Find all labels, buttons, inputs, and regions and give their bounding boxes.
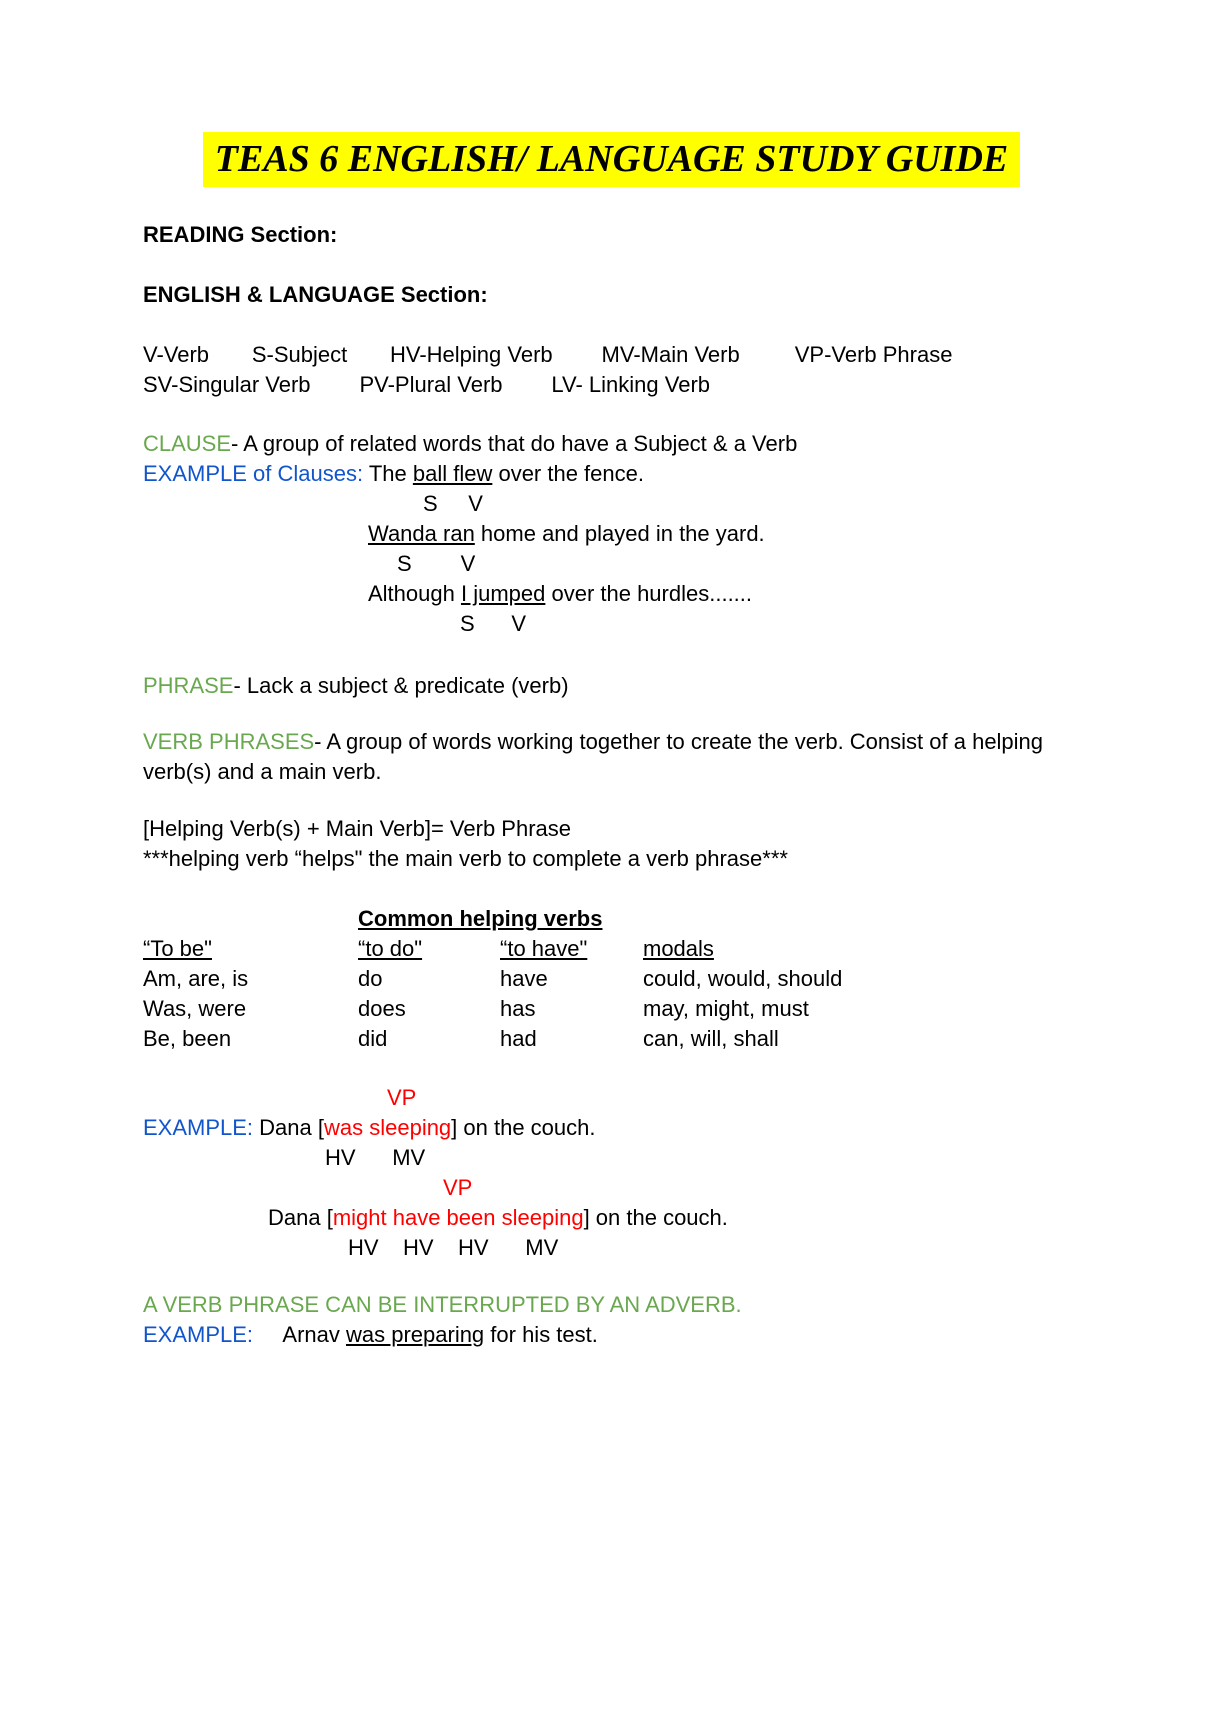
helping-verbs-cell: Am, are, is xyxy=(143,966,249,991)
text-segment: VP xyxy=(443,1175,473,1200)
abbreviation-line-1: V-Verb S-Subject HV-Helping Verb MV-Main… xyxy=(143,340,1080,370)
helping-verbs-caption: Common helping verbs xyxy=(358,906,603,931)
clause-section: CLAUSE- A group of related words that do… xyxy=(143,429,1080,639)
helping-verbs-cell: does xyxy=(358,996,406,1021)
clause-example-1: EXAMPLE of Clauses: The ball flew over t… xyxy=(143,459,1080,489)
reading-section-heading: READING Section: xyxy=(143,222,338,247)
verb-phrase-formula: [Helping Verb(s) + Main Verb]= Verb Phra… xyxy=(143,814,1080,844)
helping-verbs-cell: could, would, should xyxy=(643,966,843,991)
text-segment: S V xyxy=(460,611,527,636)
phrase-section: PHRASE- Lack a subject & predicate (verb… xyxy=(143,671,1080,701)
text-segment: SV-Singular Verb PV-Plural Verb LV- Link… xyxy=(143,372,711,397)
text-segment: S V xyxy=(423,491,483,516)
helping-verbs-cell: do xyxy=(358,966,383,991)
text-segment: ] on the couch. xyxy=(583,1205,728,1230)
text-segment: was sleeping xyxy=(323,1115,452,1140)
helping-verbs-column-header: “to do" xyxy=(358,936,423,961)
text-segment: S V xyxy=(397,551,476,576)
subject-verb-label-3: S V xyxy=(143,609,1080,639)
document-title: TEAS 6 ENGLISH/ LANGUAGE STUDY GUIDE xyxy=(202,132,1021,187)
text-segment: over the hurdles....... xyxy=(545,581,753,606)
verb-phrases-definition: VERB PHRASES- A group of words working t… xyxy=(143,727,1080,787)
hv-mv-label-1: HV MV xyxy=(143,1143,1080,1173)
hv-mv-label-2: HV HV HV MV xyxy=(143,1233,1080,1263)
vp-label-2: VP xyxy=(143,1173,1080,1203)
adverb-rule: A VERB PHRASE CAN BE INTERRUPTED BY AN A… xyxy=(143,1290,1080,1320)
verb-phrase-formula-section: [Helping Verb(s) + Main Verb]= Verb Phra… xyxy=(143,814,1080,874)
helping-verbs-cell: Was, were xyxy=(143,996,247,1021)
phrase-definition: PHRASE- Lack a subject & predicate (verb… xyxy=(143,671,1080,701)
text-segment: PHRASE xyxy=(143,673,234,698)
abbreviation-key: V-Verb S-Subject HV-Helping Verb MV-Main… xyxy=(143,340,1080,400)
vp-example-1: EXAMPLE: Dana [was sleeping] on the couc… xyxy=(143,1113,1080,1143)
text-segment: over the fence. xyxy=(492,461,644,486)
text-segment: EXAMPLE: xyxy=(143,1115,254,1140)
helping-verb-note: ***helping verb “helps" the main verb to… xyxy=(143,844,1080,874)
helping-verbs-cell: has xyxy=(500,996,536,1021)
subject-verb-label-1: S V xyxy=(143,489,1080,519)
clause-example-3: Although I jumped over the hurdles......… xyxy=(143,579,1080,609)
helping-verbs-column-header: “To be" xyxy=(143,936,212,961)
helping-verbs-cell: Be, been xyxy=(143,1026,232,1051)
text-segment: VERB PHRASES xyxy=(143,729,315,754)
clause-definition: CLAUSE- A group of related words that do… xyxy=(143,429,1080,459)
text-segment: - Lack a subject & predicate (verb) xyxy=(233,673,569,698)
text-segment: Although xyxy=(368,581,461,606)
text-segment: HV MV xyxy=(325,1145,426,1170)
text-segment: home and played in the yard. xyxy=(474,521,765,546)
text-segment: V-Verb S-Subject HV-Helping Verb MV-Main… xyxy=(143,342,953,367)
document-title-wrap: TEAS 6 ENGLISH/ LANGUAGE STUDY GUIDE xyxy=(143,132,1080,187)
text-segment: Dana [ xyxy=(253,1115,324,1140)
text-segment: A VERB PHRASE CAN BE INTERRUPTED BY AN A… xyxy=(143,1292,742,1317)
text-segment: EXAMPLE of Clauses: xyxy=(143,461,364,486)
text-segment: might have been sleeping xyxy=(332,1205,584,1230)
text-segment: ***helping verb “helps" the main verb to… xyxy=(143,846,788,871)
text-segment: - A group of words working together to c… xyxy=(143,729,1050,784)
text-segment: I jumped xyxy=(460,581,546,606)
helping-verbs-cell: had xyxy=(500,1026,537,1051)
clause-example-2: Wanda ran home and played in the yard. xyxy=(143,519,1080,549)
english-language-section-heading: ENGLISH & LANGUAGE Section: xyxy=(143,282,488,307)
text-segment: CLAUSE xyxy=(143,431,232,456)
helping-verbs-cell: did xyxy=(358,1026,388,1051)
helping-verbs-cell: have xyxy=(500,966,548,991)
vp-label-1: VP xyxy=(143,1083,1080,1113)
verb-phrases-section: VERB PHRASES- A group of words working t… xyxy=(143,727,1080,787)
abbreviation-line-2: SV-Singular Verb PV-Plural Verb LV- Link… xyxy=(143,370,1080,400)
text-segment: was preparing xyxy=(345,1322,485,1347)
adverb-interruption-section: A VERB PHRASE CAN BE INTERRUPTED BY AN A… xyxy=(143,1290,1080,1350)
text-segment: Arnav xyxy=(253,1322,346,1347)
text-segment: The xyxy=(363,461,413,486)
subject-verb-label-2: S V xyxy=(143,549,1080,579)
helping-verbs-cell: may, might, must xyxy=(643,996,809,1021)
adverb-example: EXAMPLE: Arnav was preparing for his tes… xyxy=(143,1320,1080,1350)
text-segment: [Helping Verb(s) + Main Verb]= Verb Phra… xyxy=(143,816,572,841)
document-page: TEAS 6 ENGLISH/ LANGUAGE STUDY GUIDE REA… xyxy=(0,132,1224,1716)
helping-verbs-table: Common helping verbs “To be" “to do" “to h… xyxy=(143,904,1080,1054)
text-segment: Wanda ran xyxy=(368,521,475,546)
text-segment: EXAMPLE: xyxy=(143,1322,254,1347)
helping-verbs-cell: can, will, shall xyxy=(643,1026,779,1051)
vp-example-2: Dana [might have been sleeping] on the c… xyxy=(143,1203,1080,1233)
helping-verbs-column-header: “to have" xyxy=(500,936,588,961)
text-segment: ball flew xyxy=(412,461,493,486)
helping-verbs-column-header: modals xyxy=(643,936,714,961)
text-segment: - A group of related words that do have … xyxy=(231,431,798,456)
text-segment: Dana [ xyxy=(268,1205,333,1230)
text-segment: HV HV HV MV xyxy=(348,1235,559,1260)
text-segment: VP xyxy=(387,1085,417,1110)
text-segment: ] on the couch. xyxy=(451,1115,596,1140)
text-segment: for his test. xyxy=(484,1322,598,1347)
